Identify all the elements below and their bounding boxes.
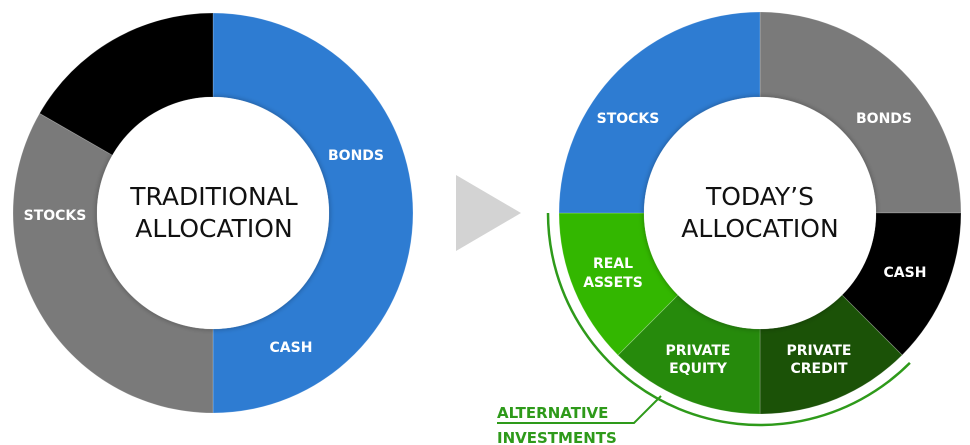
todays-allocation-donut bbox=[558, 11, 962, 415]
label-stocks: STOCKS bbox=[24, 208, 87, 224]
donut-hole bbox=[644, 97, 876, 329]
alternative-investments-label-1: ALTERNATIVE bbox=[497, 404, 608, 422]
label-private-equity-1: PRIVATE bbox=[666, 343, 731, 359]
label-private-credit-2: CREDIT bbox=[791, 361, 848, 377]
label-stocks: STOCKS bbox=[597, 111, 660, 127]
alternative-investments-label-2: INVESTMENTS bbox=[497, 429, 617, 445]
label-real-assets-2: ASSETS bbox=[583, 275, 643, 291]
center-title-line2: ALLOCATION bbox=[681, 214, 838, 243]
traditional-allocation-donut bbox=[12, 12, 414, 414]
label-bonds: BONDS bbox=[328, 148, 384, 164]
label-private-credit-1: PRIVATE bbox=[787, 343, 852, 359]
donut-hole bbox=[97, 97, 329, 329]
label-cash: CASH bbox=[884, 265, 927, 281]
center-title-line1: TODAY’S bbox=[705, 182, 814, 211]
alternative-investments-bracket bbox=[546, 212, 911, 427]
label-private-equity-2: EQUITY bbox=[669, 361, 728, 377]
center-title-line1: TRADITIONAL bbox=[129, 182, 297, 211]
center-title-line2: ALLOCATION bbox=[135, 214, 292, 243]
label-real-assets-1: REAL bbox=[593, 256, 633, 272]
alternative-investments-leader-line bbox=[497, 395, 662, 424]
label-cash: CASH bbox=[270, 340, 313, 356]
label-bonds: BONDS bbox=[856, 111, 912, 127]
arrow-right-icon bbox=[456, 175, 521, 251]
